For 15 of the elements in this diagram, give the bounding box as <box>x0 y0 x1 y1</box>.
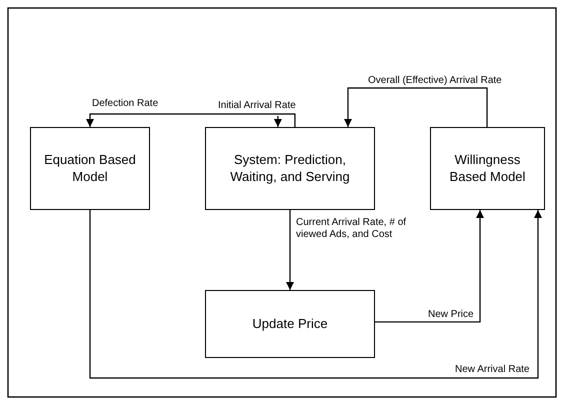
arrow <box>344 87 488 127</box>
process-box <box>205 127 375 210</box>
edge-label: Overall (Effective) Arrival Rate <box>368 75 502 87</box>
arrow <box>286 210 294 290</box>
arrow <box>274 116 282 127</box>
arrow <box>86 113 296 127</box>
process-box <box>30 127 150 210</box>
arrow <box>89 210 542 379</box>
arrow <box>375 210 484 323</box>
box-text: Willingness Based Model <box>448 152 526 185</box>
box-text: System: Prediction, Waiting, and Serving <box>229 152 351 185</box>
process-box <box>430 127 545 210</box>
box-text: Update Price <box>252 316 328 332</box>
process-box <box>205 290 375 358</box>
box-text: Equation Based Model <box>43 152 137 185</box>
